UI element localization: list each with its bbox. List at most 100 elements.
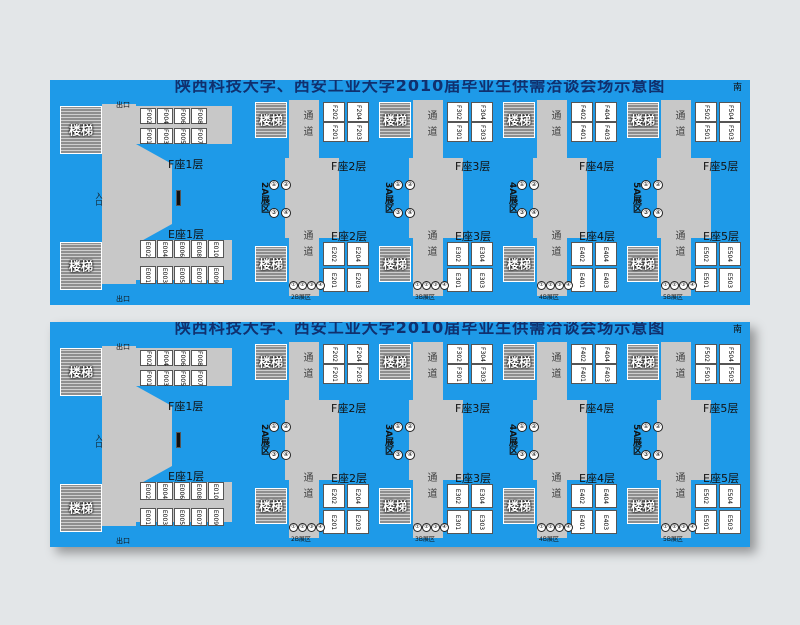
booth-circle[interactable]: ① [269, 180, 279, 190]
booth[interactable]: F203 [347, 364, 369, 384]
booth-circle-small[interactable]: ① [289, 523, 298, 532]
booth[interactable]: E202 [323, 242, 345, 266]
booth[interactable]: E304 [471, 242, 493, 266]
booth[interactable]: E002 [140, 240, 156, 258]
booth[interactable]: E504 [719, 242, 741, 266]
booth[interactable]: E502 [695, 242, 717, 266]
booth[interactable]: F201 [323, 364, 345, 384]
booth-circle-small[interactable]: ③ [431, 281, 440, 290]
booth[interactable]: F202 [323, 102, 345, 122]
booth-circle-small[interactable]: ① [661, 523, 670, 532]
booth-circle-small[interactable]: ③ [679, 281, 688, 290]
booth[interactable]: E010 [208, 482, 224, 500]
booth[interactable]: F302 [447, 102, 469, 122]
booth[interactable]: E204 [347, 484, 369, 508]
booth[interactable]: F504 [719, 102, 741, 122]
booth[interactable]: F202 [323, 344, 345, 364]
booth[interactable]: E403 [595, 510, 617, 534]
booth-circle-small[interactable]: ③ [307, 281, 316, 290]
booth-circle-small[interactable]: ④ [688, 523, 697, 532]
booth[interactable]: F301 [447, 364, 469, 384]
booth-circle-small[interactable]: ② [546, 281, 555, 290]
booth[interactable]: F501 [695, 122, 717, 142]
booth-circle[interactable]: ② [529, 180, 539, 190]
booth[interactable]: E503 [719, 268, 741, 292]
booth-circle-small[interactable]: ① [413, 523, 422, 532]
booth-circle[interactable]: ① [517, 422, 527, 432]
booth[interactable]: F403 [595, 364, 617, 384]
booth[interactable]: E302 [447, 242, 469, 266]
booth[interactable]: E404 [595, 484, 617, 508]
booth[interactable]: E006 [174, 482, 190, 500]
booth[interactable]: E402 [571, 242, 593, 266]
booth[interactable]: E009 [208, 266, 224, 284]
booth-circle-small[interactable]: ③ [555, 281, 564, 290]
booth[interactable]: F001 [140, 128, 156, 144]
booth-circle[interactable]: ④ [281, 450, 291, 460]
booth[interactable]: F204 [347, 102, 369, 122]
booth-circle-small[interactable]: ③ [679, 523, 688, 532]
booth-circle[interactable]: ④ [529, 208, 539, 218]
booth[interactable]: F002 [140, 350, 156, 366]
booth[interactable]: F006 [174, 108, 190, 124]
booth[interactable]: E301 [447, 510, 469, 534]
booth-circle[interactable]: ② [653, 422, 663, 432]
booth[interactable]: E501 [695, 510, 717, 534]
booth[interactable]: E001 [140, 508, 156, 526]
booth[interactable]: E001 [140, 266, 156, 284]
booth-circle[interactable]: ① [641, 180, 651, 190]
booth[interactable]: F006 [174, 350, 190, 366]
booth-circle[interactable]: ③ [517, 450, 527, 460]
booth-circle-small[interactable]: ① [537, 281, 546, 290]
booth[interactable]: E202 [323, 484, 345, 508]
booth-circle[interactable]: ② [653, 180, 663, 190]
booth[interactable]: E203 [347, 510, 369, 534]
booth-circle-small[interactable]: ① [537, 523, 546, 532]
booth-circle-small[interactable]: ③ [555, 523, 564, 532]
booth[interactable]: E404 [595, 242, 617, 266]
booth-circle-small[interactable]: ④ [316, 281, 325, 290]
booth[interactable]: F402 [571, 344, 593, 364]
booth[interactable]: F008 [191, 108, 207, 124]
booth-circle-small[interactable]: ④ [564, 281, 573, 290]
booth-circle[interactable]: ③ [393, 208, 403, 218]
booth[interactable]: F401 [571, 364, 593, 384]
booth[interactable]: F502 [695, 102, 717, 122]
booth[interactable]: E401 [571, 268, 593, 292]
booth-circle-small[interactable]: ③ [431, 523, 440, 532]
booth[interactable]: F002 [140, 108, 156, 124]
booth-circle-small[interactable]: ② [298, 523, 307, 532]
booth-circle[interactable]: ④ [405, 450, 415, 460]
booth-circle-small[interactable]: ② [422, 281, 431, 290]
booth-circle-small[interactable]: ④ [440, 523, 449, 532]
booth[interactable]: E503 [719, 510, 741, 534]
booth[interactable]: E501 [695, 268, 717, 292]
booth-circle[interactable]: ④ [653, 450, 663, 460]
booth[interactable]: E504 [719, 484, 741, 508]
booth-circle[interactable]: ② [529, 422, 539, 432]
booth[interactable]: F007 [191, 370, 207, 386]
booth[interactable]: E203 [347, 268, 369, 292]
booth[interactable]: E006 [174, 240, 190, 258]
booth-circle[interactable]: ① [269, 422, 279, 432]
booth[interactable]: E201 [323, 510, 345, 534]
booth[interactable]: E009 [208, 508, 224, 526]
booth[interactable]: E002 [140, 482, 156, 500]
booth-circle[interactable]: ② [281, 180, 291, 190]
booth[interactable]: F003 [157, 128, 173, 144]
booth[interactable]: F203 [347, 122, 369, 142]
booth-circle-small[interactable]: ② [546, 523, 555, 532]
booth-circle-small[interactable]: ② [670, 281, 679, 290]
booth-circle-small[interactable]: ④ [564, 523, 573, 532]
booth-circle[interactable]: ③ [641, 450, 651, 460]
booth[interactable]: E008 [191, 240, 207, 258]
booth[interactable]: F302 [447, 344, 469, 364]
booth[interactable]: F403 [595, 122, 617, 142]
booth-circle-small[interactable]: ① [289, 281, 298, 290]
booth[interactable]: E301 [447, 268, 469, 292]
booth[interactable]: E402 [571, 484, 593, 508]
booth-circle[interactable]: ① [517, 180, 527, 190]
booth-circle-small[interactable]: ④ [688, 281, 697, 290]
booth[interactable]: E005 [174, 508, 190, 526]
booth-circle[interactable]: ② [405, 422, 415, 432]
